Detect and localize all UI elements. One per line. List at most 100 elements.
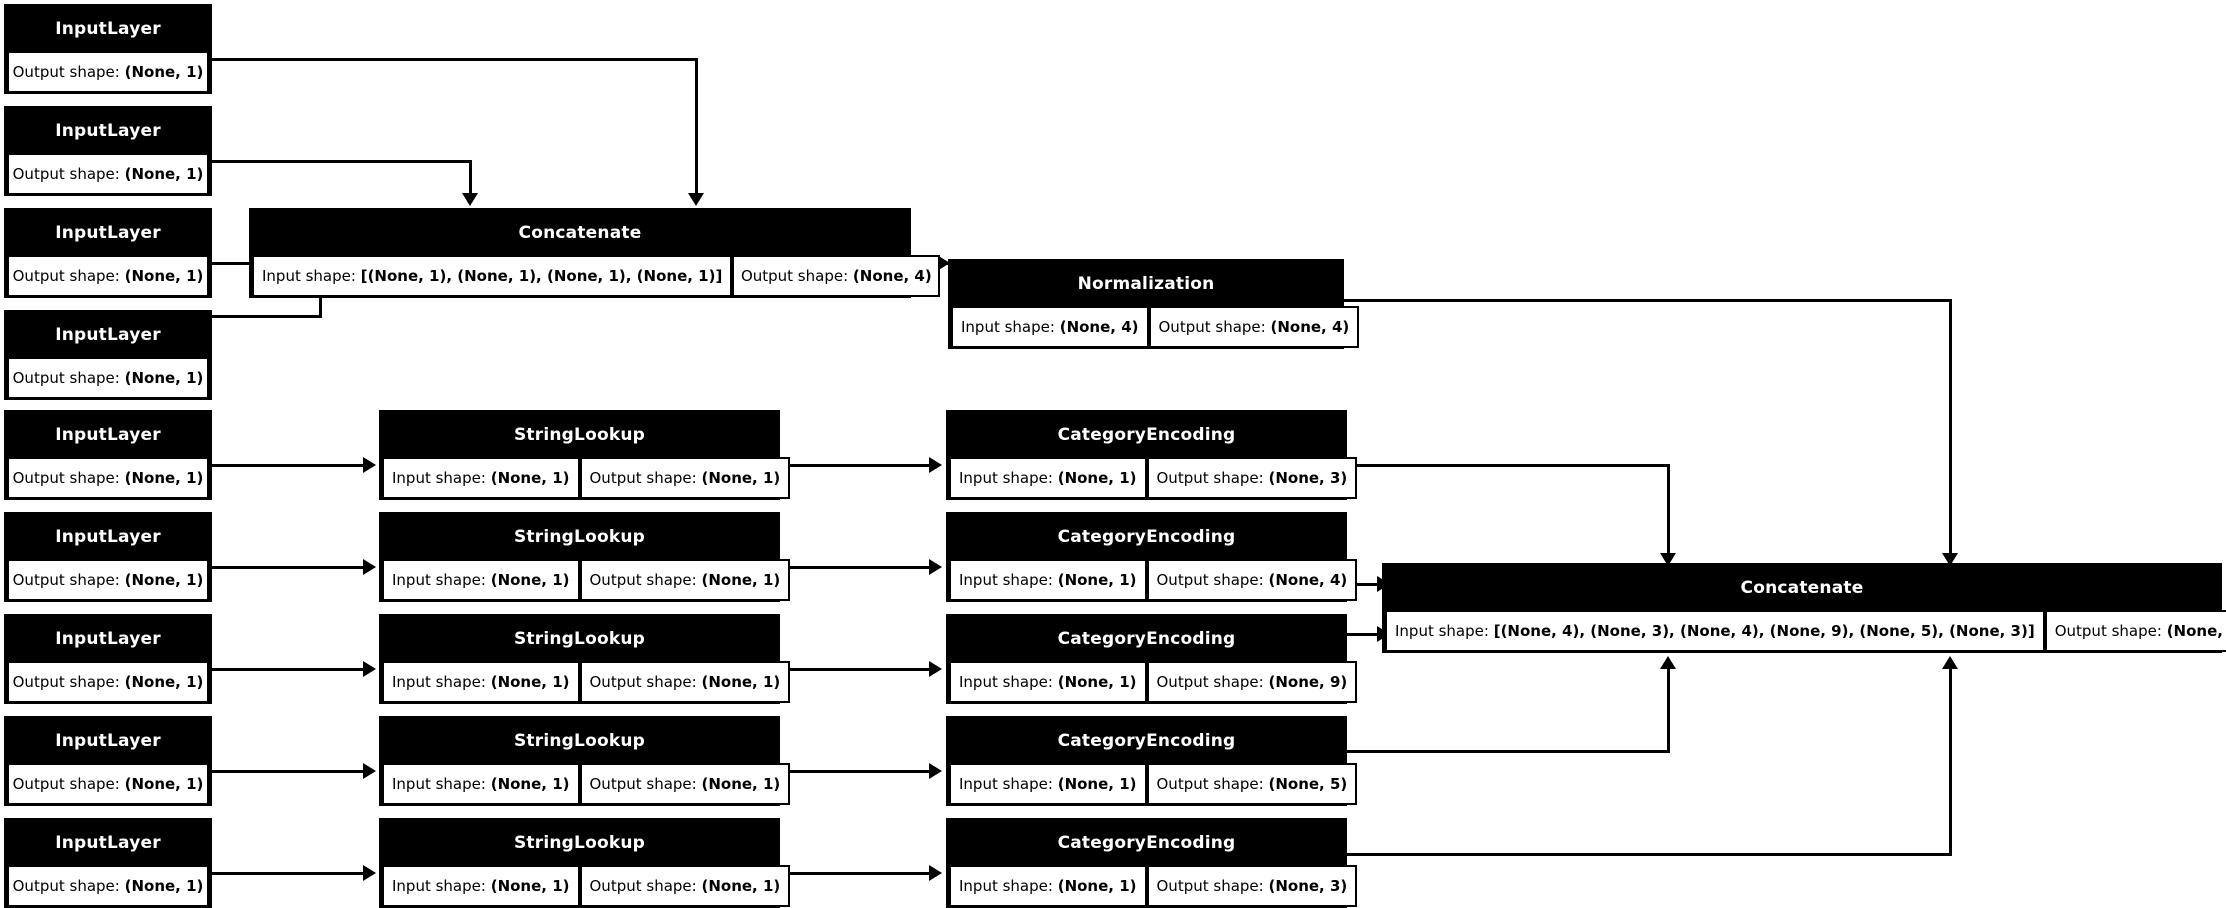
- input-shape-cell: Input shape: (None, 1): [382, 559, 580, 601]
- edge-in2-cat1-h: [212, 160, 472, 163]
- edge-in1-cat1-v: [695, 58, 698, 195]
- output-shape-cell: Output shape: (None, 1): [579, 763, 791, 805]
- node-type-label: StringLookup: [382, 617, 777, 661]
- input-shape-cell: Input shape: (None, 1): [949, 865, 1147, 907]
- output-shape-prefix: Output shape:: [12, 775, 120, 793]
- node-inputlayer-4[interactable]: InputLayer Output shape: (None, 1): [4, 310, 212, 400]
- output-shape-value: (None, 5): [1268, 775, 1348, 793]
- node-inputlayer-8[interactable]: InputLayer Output shape: (None, 1): [4, 716, 212, 806]
- node-categoryencoding-5[interactable]: CategoryEncoding Input shape: (None, 1) …: [946, 818, 1358, 908]
- output-shape-cell: Output shape: (None, 1): [7, 357, 209, 399]
- edge-ce3-cat2-h: [1347, 633, 1385, 636]
- output-shape-cell: Output shape: (None, 1): [579, 661, 791, 703]
- output-shape-prefix: Output shape:: [589, 877, 697, 895]
- node-stringlookup-5[interactable]: StringLookup Input shape: (None, 1) Outp…: [379, 818, 791, 908]
- node-inputlayer-3[interactable]: InputLayer Output shape: (None, 1): [4, 208, 212, 298]
- node-type-label: InputLayer: [7, 211, 209, 255]
- arrowhead-in9-sl5: [363, 865, 376, 881]
- input-shape-value: (None, 1): [1057, 469, 1137, 487]
- node-concatenate-final[interactable]: Concatenate Input shape: [(None, 4), (No…: [1382, 563, 2226, 653]
- input-shape-cell: Input shape: [(None, 4), (None, 3), (Non…: [1385, 610, 2045, 652]
- node-type-label: StringLookup: [382, 515, 777, 559]
- node-stringlookup-4[interactable]: StringLookup Input shape: (None, 1) Outp…: [379, 716, 791, 806]
- output-shape-cell: Output shape: (None, 5): [1146, 763, 1358, 805]
- node-stringlookup-3[interactable]: StringLookup Input shape: (None, 1) Outp…: [379, 614, 791, 704]
- node-type-label: CategoryEncoding: [949, 413, 1344, 457]
- arrowhead-ce1-cat2: [1660, 553, 1676, 566]
- arrowhead-in6-sl2: [363, 559, 376, 575]
- output-shape-prefix: Output shape:: [12, 369, 120, 387]
- node-categoryencoding-3[interactable]: CategoryEncoding Input shape: (None, 1) …: [946, 614, 1358, 704]
- node-type-label: InputLayer: [7, 313, 209, 357]
- node-inputlayer-6[interactable]: InputLayer Output shape: (None, 1): [4, 512, 212, 602]
- output-shape-prefix: Output shape:: [1158, 318, 1266, 336]
- node-type-label: Concatenate: [252, 211, 908, 255]
- output-shape-cell: Output shape: (None, 4): [1146, 559, 1358, 601]
- output-shape-prefix: Output shape:: [589, 571, 697, 589]
- input-shape-prefix: Input shape:: [392, 775, 486, 793]
- node-normalization[interactable]: Normalization Input shape: (None, 4) Out…: [948, 259, 1360, 349]
- input-shape-prefix: Input shape:: [1395, 622, 1489, 640]
- output-shape-prefix: Output shape:: [2054, 622, 2162, 640]
- input-shape-value: (None, 1): [490, 673, 570, 691]
- input-shape-cell: Input shape: (None, 1): [382, 763, 580, 805]
- output-shape-cell: Output shape: (None, 1): [7, 457, 209, 499]
- node-concatenate-numeric[interactable]: Concatenate Input shape: [(None, 1), (No…: [249, 208, 941, 298]
- edge-in4-cat1-h: [212, 315, 322, 318]
- input-shape-value: [(None, 4), (None, 3), (None, 4), (None,…: [1493, 622, 2035, 640]
- node-type-label: CategoryEncoding: [949, 719, 1344, 763]
- arrowhead-norm-cat2: [1942, 553, 1958, 566]
- output-shape-value: (None, 1): [124, 469, 204, 487]
- arrowhead-in2-cat1: [462, 193, 478, 206]
- edge-norm-cat2-v: [1949, 299, 1952, 557]
- node-type-label: Normalization: [951, 262, 1341, 306]
- output-shape-cell: Output shape: (None, 1): [579, 559, 791, 601]
- node-inputlayer-2[interactable]: InputLayer Output shape: (None, 1): [4, 106, 212, 196]
- output-shape-prefix: Output shape:: [12, 877, 120, 895]
- arrowhead-sl4-ce4: [929, 763, 942, 779]
- output-shape-value: (None, 1): [124, 673, 204, 691]
- output-shape-value: (None, 28): [2166, 622, 2226, 640]
- node-inputlayer-1[interactable]: InputLayer Output shape: (None, 1): [4, 4, 212, 94]
- output-shape-cell: Output shape: (None, 9): [1146, 661, 1358, 703]
- edge-in4-cat1-v: [319, 290, 322, 318]
- node-categoryencoding-1[interactable]: CategoryEncoding Input shape: (None, 1) …: [946, 410, 1358, 500]
- node-stringlookup-1[interactable]: StringLookup Input shape: (None, 1) Outp…: [379, 410, 791, 500]
- edge-in6-sl2-h: [212, 566, 367, 569]
- output-shape-value: (None, 1): [124, 165, 204, 183]
- node-type-label: InputLayer: [7, 109, 209, 153]
- output-shape-value: (None, 4): [852, 267, 932, 285]
- edge-in7-sl3-h: [212, 668, 367, 671]
- node-type-label: InputLayer: [7, 719, 209, 763]
- output-shape-cell: Output shape: (None, 4): [732, 255, 941, 297]
- arrowhead-in1-cat1: [688, 193, 704, 206]
- node-inputlayer-9[interactable]: InputLayer Output shape: (None, 1): [4, 818, 212, 908]
- output-shape-value: (None, 1): [124, 369, 204, 387]
- output-shape-prefix: Output shape:: [589, 673, 697, 691]
- output-shape-value: (None, 1): [701, 571, 781, 589]
- output-shape-prefix: Output shape:: [12, 267, 120, 285]
- input-shape-cell: Input shape: (None, 1): [949, 763, 1147, 805]
- node-type-label: InputLayer: [7, 515, 209, 559]
- node-type-label: StringLookup: [382, 413, 777, 457]
- output-shape-value: (None, 9): [1268, 673, 1348, 691]
- output-shape-value: (None, 1): [124, 63, 204, 81]
- input-shape-value: (None, 1): [490, 571, 570, 589]
- edge-ce1-cat2-h: [1347, 464, 1670, 467]
- node-categoryencoding-2[interactable]: CategoryEncoding Input shape: (None, 1) …: [946, 512, 1358, 602]
- input-shape-prefix: Input shape:: [959, 469, 1053, 487]
- edge-sl1-ce1-h: [780, 464, 933, 467]
- output-shape-cell: Output shape: (None, 1): [7, 661, 209, 703]
- node-type-label: InputLayer: [7, 617, 209, 661]
- node-categoryencoding-4[interactable]: CategoryEncoding Input shape: (None, 1) …: [946, 716, 1358, 806]
- input-shape-prefix: Input shape:: [959, 673, 1053, 691]
- node-inputlayer-5[interactable]: InputLayer Output shape: (None, 1): [4, 410, 212, 500]
- edge-sl4-ce4-h: [780, 770, 933, 773]
- node-inputlayer-7[interactable]: InputLayer Output shape: (None, 1): [4, 614, 212, 704]
- node-stringlookup-2[interactable]: StringLookup Input shape: (None, 1) Outp…: [379, 512, 791, 602]
- output-shape-cell: Output shape: (None, 1): [579, 457, 791, 499]
- output-shape-cell: Output shape: (None, 28): [2044, 610, 2226, 652]
- edge-ce4-cat2-v: [1667, 668, 1670, 753]
- edge-sl2-ce2-h: [780, 566, 933, 569]
- arrowhead-ce5-cat2: [1942, 656, 1958, 669]
